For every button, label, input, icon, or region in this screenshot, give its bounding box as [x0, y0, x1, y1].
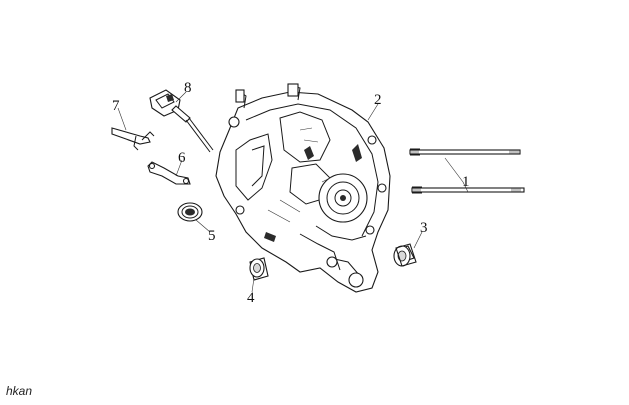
dipstick-part-8 — [149, 89, 214, 153]
callout-7: 7 — [112, 98, 120, 114]
callout-4: 4 — [247, 290, 255, 306]
callout-5: 5 — [208, 228, 216, 244]
callout-3: 3 — [420, 220, 428, 236]
crankcase-cover-part-2 — [215, 83, 391, 293]
clip-part-7 — [111, 127, 155, 151]
oil-seal-part-5 — [177, 202, 203, 222]
callout-6: 6 — [178, 150, 186, 166]
callouts: 1 2 3 4 5 6 7 8 — [112, 80, 470, 306]
callout-8: 8 — [184, 80, 192, 96]
bracket-part-6 — [147, 161, 191, 185]
bushing-part-4 — [249, 257, 269, 281]
leader-lines — [117, 91, 469, 293]
callout-2: 2 — [374, 92, 382, 108]
caption-text: hkan — [6, 384, 33, 398]
bushing-part-3 — [393, 243, 417, 267]
callout-1: 1 — [462, 174, 470, 190]
